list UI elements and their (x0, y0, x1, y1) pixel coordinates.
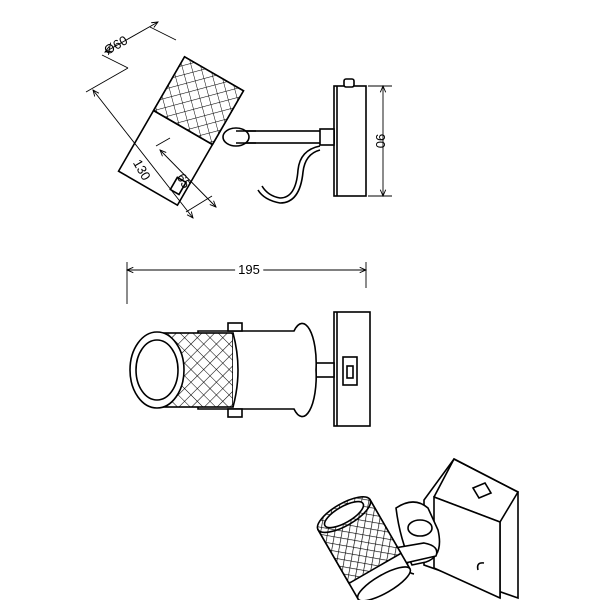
dimension-195: 195 (127, 258, 366, 304)
cable (261, 145, 321, 199)
pivot-knob (222, 127, 250, 147)
dimension-diameter: Ø60 (101, 22, 177, 69)
perspective-view (316, 457, 520, 602)
side-view: Ø60 130 65 90 (85, 22, 392, 218)
height-90-label: 90 (373, 134, 388, 148)
rocker-switch-3d (471, 481, 493, 500)
arm-top (315, 362, 335, 378)
width-195-label: 195 (238, 262, 260, 277)
spotlight-cylinder-3d (316, 496, 412, 602)
top-view (129, 311, 371, 427)
switch-knob (343, 78, 355, 88)
dimension-90: 90 (368, 86, 392, 196)
dimension-65: 65 (155, 137, 216, 207)
wall-plate (333, 85, 367, 197)
length-65-label: 65 (174, 171, 194, 191)
diameter-label: Ø60 (101, 32, 130, 57)
